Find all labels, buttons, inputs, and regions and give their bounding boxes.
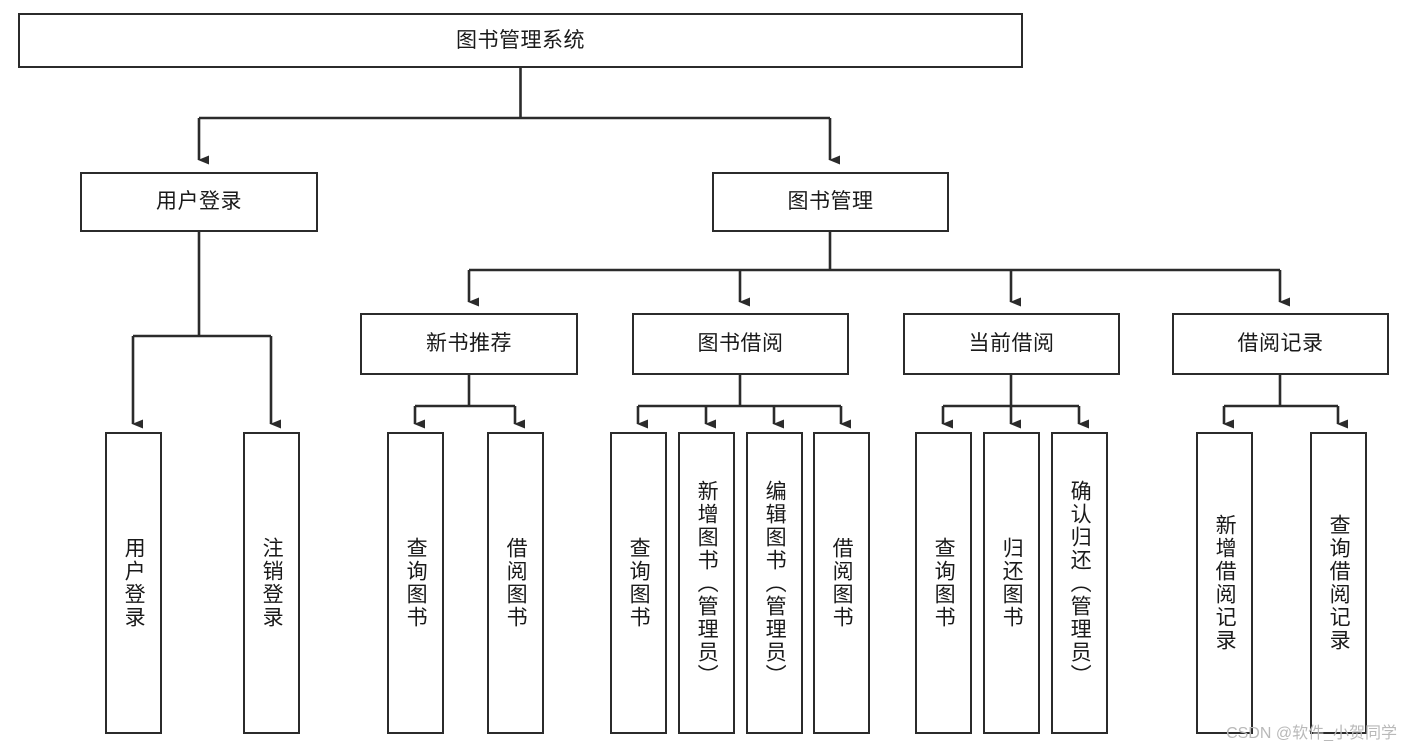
leaf-current-borrow-query-label: 查询图书 bbox=[932, 537, 956, 629]
leaf-borrow-record-add[interactable]: 新增借阅记录 bbox=[1196, 432, 1253, 734]
node-book-management[interactable]: 图书管理 bbox=[712, 172, 949, 232]
node-book-management-label: 图书管理 bbox=[787, 190, 874, 214]
node-root-system[interactable]: 图书管理系统 bbox=[18, 13, 1023, 68]
node-current-borrow[interactable]: 当前借阅 bbox=[903, 313, 1120, 375]
leaf-current-borrow-return-label: 归还图书 bbox=[1000, 537, 1024, 629]
leaf-current-borrow-confirm[interactable]: 确认归还（管理员） bbox=[1051, 432, 1108, 734]
leaf-book-borrow-edit-label: 编辑图书（管理员） bbox=[763, 479, 787, 687]
leaf-new-book-borrow-label: 借阅图书 bbox=[504, 537, 528, 629]
node-new-book-recommend[interactable]: 新书推荐 bbox=[360, 313, 578, 375]
leaf-new-book-query-label: 查询图书 bbox=[404, 537, 428, 629]
leaf-user-login-login[interactable]: 用户登录 bbox=[105, 432, 162, 734]
leaf-book-borrow-edit[interactable]: 编辑图书（管理员） bbox=[746, 432, 803, 734]
node-user-login[interactable]: 用户登录 bbox=[80, 172, 318, 232]
leaf-book-borrow-add-label: 新增图书（管理员） bbox=[695, 479, 719, 687]
leaf-book-borrow-query-label: 查询图书 bbox=[627, 537, 651, 629]
leaf-borrow-record-query[interactable]: 查询借阅记录 bbox=[1310, 432, 1367, 734]
leaf-new-book-borrow[interactable]: 借阅图书 bbox=[487, 432, 544, 734]
node-new-book-recommend-label: 新书推荐 bbox=[426, 332, 512, 356]
leaf-user-login-logout-label: 注销登录 bbox=[260, 537, 284, 629]
node-root-system-label: 图书管理系统 bbox=[456, 28, 585, 52]
node-current-borrow-label: 当前借阅 bbox=[968, 332, 1055, 356]
leaf-borrow-record-add-label: 新增借阅记录 bbox=[1213, 514, 1237, 652]
leaf-book-borrow-query[interactable]: 查询图书 bbox=[610, 432, 667, 734]
leaf-book-borrow-add[interactable]: 新增图书（管理员） bbox=[678, 432, 735, 734]
leaf-current-borrow-return[interactable]: 归还图书 bbox=[983, 432, 1040, 734]
leaf-user-login-logout[interactable]: 注销登录 bbox=[243, 432, 300, 734]
node-book-borrow[interactable]: 图书借阅 bbox=[632, 313, 849, 375]
csdn-watermark: CSDN @软件_小贺同学 bbox=[1226, 725, 1397, 742]
leaf-current-borrow-confirm-label: 确认归还（管理员） bbox=[1068, 479, 1092, 687]
node-user-login-label: 用户登录 bbox=[156, 190, 242, 214]
node-book-borrow-label: 图书借阅 bbox=[697, 332, 784, 356]
leaf-borrow-record-query-label: 查询借阅记录 bbox=[1327, 514, 1351, 652]
leaf-current-borrow-query[interactable]: 查询图书 bbox=[915, 432, 972, 734]
leaf-user-login-login-label: 用户登录 bbox=[122, 537, 146, 629]
node-borrow-record-label: 借阅记录 bbox=[1237, 332, 1324, 356]
leaf-new-book-query[interactable]: 查询图书 bbox=[387, 432, 444, 734]
leaf-book-borrow-borrow[interactable]: 借阅图书 bbox=[813, 432, 870, 734]
leaf-book-borrow-borrow-label: 借阅图书 bbox=[830, 537, 854, 629]
node-borrow-record[interactable]: 借阅记录 bbox=[1172, 313, 1389, 375]
